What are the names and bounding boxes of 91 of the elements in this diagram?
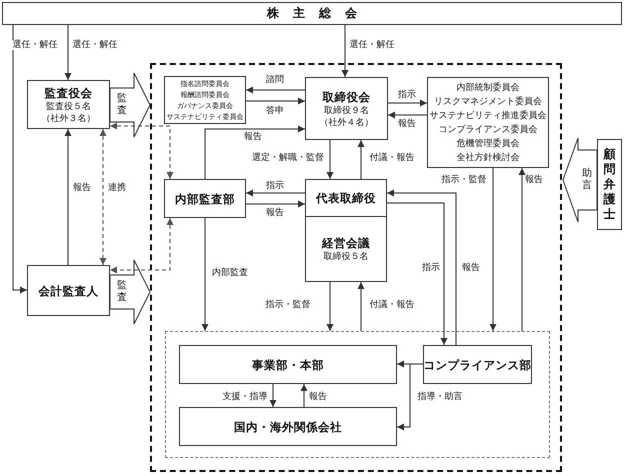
arrow bbox=[388, 112, 428, 118]
org-box bbox=[305, 216, 387, 282]
arrow bbox=[342, 24, 348, 78]
box-title: 株主総会 bbox=[266, 5, 371, 22]
edge-label: 選定・解職・監督 bbox=[251, 153, 325, 163]
edge-label: 指示・監督 bbox=[440, 175, 488, 185]
org-box bbox=[423, 345, 532, 384]
edge-label: 指示 bbox=[265, 181, 285, 191]
arrow bbox=[246, 200, 306, 208]
committee-name: サステナビリティ推進委員会 bbox=[430, 109, 546, 122]
edge-label: 助言 bbox=[582, 168, 592, 192]
edge-label: 答申 bbox=[265, 106, 285, 116]
block-arrow bbox=[110, 72, 151, 138]
committee-name: コンプライアンス委員会 bbox=[438, 123, 538, 136]
group-boundary bbox=[150, 63, 562, 472]
committee-name: リスクマネジメント委員会 bbox=[434, 95, 542, 108]
committee-name: 危機管理委員会 bbox=[456, 137, 520, 150]
edge-label: 報告 bbox=[461, 263, 481, 273]
arrow bbox=[202, 218, 208, 332]
committee-name: 全社方針検討会 bbox=[456, 152, 520, 164]
committee-box bbox=[427, 77, 549, 168]
edge-label: 監査 bbox=[117, 93, 127, 117]
edge-label: 指示 bbox=[397, 90, 417, 100]
org-box bbox=[27, 80, 110, 129]
org-box bbox=[305, 179, 387, 217]
block-arrow bbox=[110, 260, 151, 324]
arrow bbox=[358, 282, 364, 332]
edge-label: 指示 bbox=[421, 263, 441, 273]
org-box bbox=[179, 345, 397, 384]
box-subtitle: 取締役９名（社外４名） bbox=[318, 104, 374, 128]
edge-label: 連携 bbox=[107, 183, 127, 193]
arrow bbox=[246, 190, 306, 196]
edge-label: 諮問 bbox=[265, 75, 285, 85]
edge-label: 内部監査 bbox=[211, 268, 249, 278]
arrow bbox=[12, 24, 28, 294]
edge-label: 報告 bbox=[397, 119, 417, 129]
edge-label: 選任・解任 bbox=[72, 40, 118, 50]
edge-label: 報告 bbox=[524, 175, 544, 185]
box-subtitle: 取締役５名 bbox=[322, 251, 370, 263]
edge-label: 付議・報告 bbox=[368, 300, 416, 310]
edge-label: 監査 bbox=[117, 280, 127, 304]
arrow bbox=[246, 98, 306, 104]
arrow bbox=[388, 100, 428, 106]
edge-label: 選任・解任 bbox=[348, 40, 396, 50]
arrow bbox=[518, 168, 526, 332]
arrow bbox=[246, 86, 306, 94]
arrow bbox=[386, 190, 456, 346]
edge-label: 報告 bbox=[72, 183, 92, 193]
edge-label: 支援・指導 bbox=[222, 392, 268, 402]
box-title: 会計監査人 bbox=[38, 282, 98, 298]
arrow bbox=[64, 24, 72, 80]
arrow bbox=[300, 384, 308, 408]
edge-label: 指示・監督 bbox=[264, 300, 312, 310]
arrow bbox=[490, 168, 496, 332]
org-box bbox=[179, 407, 397, 446]
org-box bbox=[164, 179, 246, 218]
committee-box bbox=[164, 76, 246, 124]
box-title: コンプライアンス部 bbox=[424, 356, 532, 372]
double-arrow bbox=[110, 218, 174, 274]
edge-label: 報告 bbox=[243, 132, 263, 142]
box-title: 取締役会 bbox=[322, 88, 370, 104]
edge-label: 指導・助言 bbox=[416, 392, 464, 402]
box-subtitle: 監査役５名（社外３名） bbox=[40, 100, 96, 124]
block-arrow bbox=[562, 138, 598, 222]
box-title: 内部監査部 bbox=[175, 190, 235, 206]
advisor-box bbox=[597, 139, 622, 230]
arrow bbox=[64, 128, 72, 266]
double-arrow bbox=[100, 128, 106, 266]
box-title: 事業部・本部 bbox=[252, 356, 324, 372]
arrow bbox=[204, 126, 306, 180]
meeting-box bbox=[2, 2, 622, 25]
arrow bbox=[270, 384, 276, 408]
arrow bbox=[386, 202, 448, 346]
arrow bbox=[396, 364, 424, 430]
double-arrow bbox=[110, 122, 174, 180]
arrow bbox=[326, 140, 334, 180]
box-title: 経営会議 bbox=[322, 235, 370, 251]
org-box bbox=[305, 77, 388, 140]
arrow bbox=[358, 140, 364, 180]
box-title: 国内・海外関係会社 bbox=[234, 418, 342, 434]
group-boundary bbox=[165, 331, 550, 458]
org-box bbox=[27, 265, 110, 316]
box-title: 監査役会 bbox=[44, 84, 92, 100]
committee-name: 内部統制委員会 bbox=[456, 81, 520, 94]
box-title: 代表取締役 bbox=[316, 190, 376, 206]
edge-label: 付議・報告 bbox=[368, 153, 416, 163]
arrow bbox=[326, 282, 334, 332]
edge-label: 選任・解任 bbox=[12, 40, 58, 50]
edge-label: 報告 bbox=[308, 392, 328, 402]
edge-label: 報告 bbox=[265, 208, 285, 218]
box-title: 顧問弁護士 bbox=[604, 147, 616, 222]
